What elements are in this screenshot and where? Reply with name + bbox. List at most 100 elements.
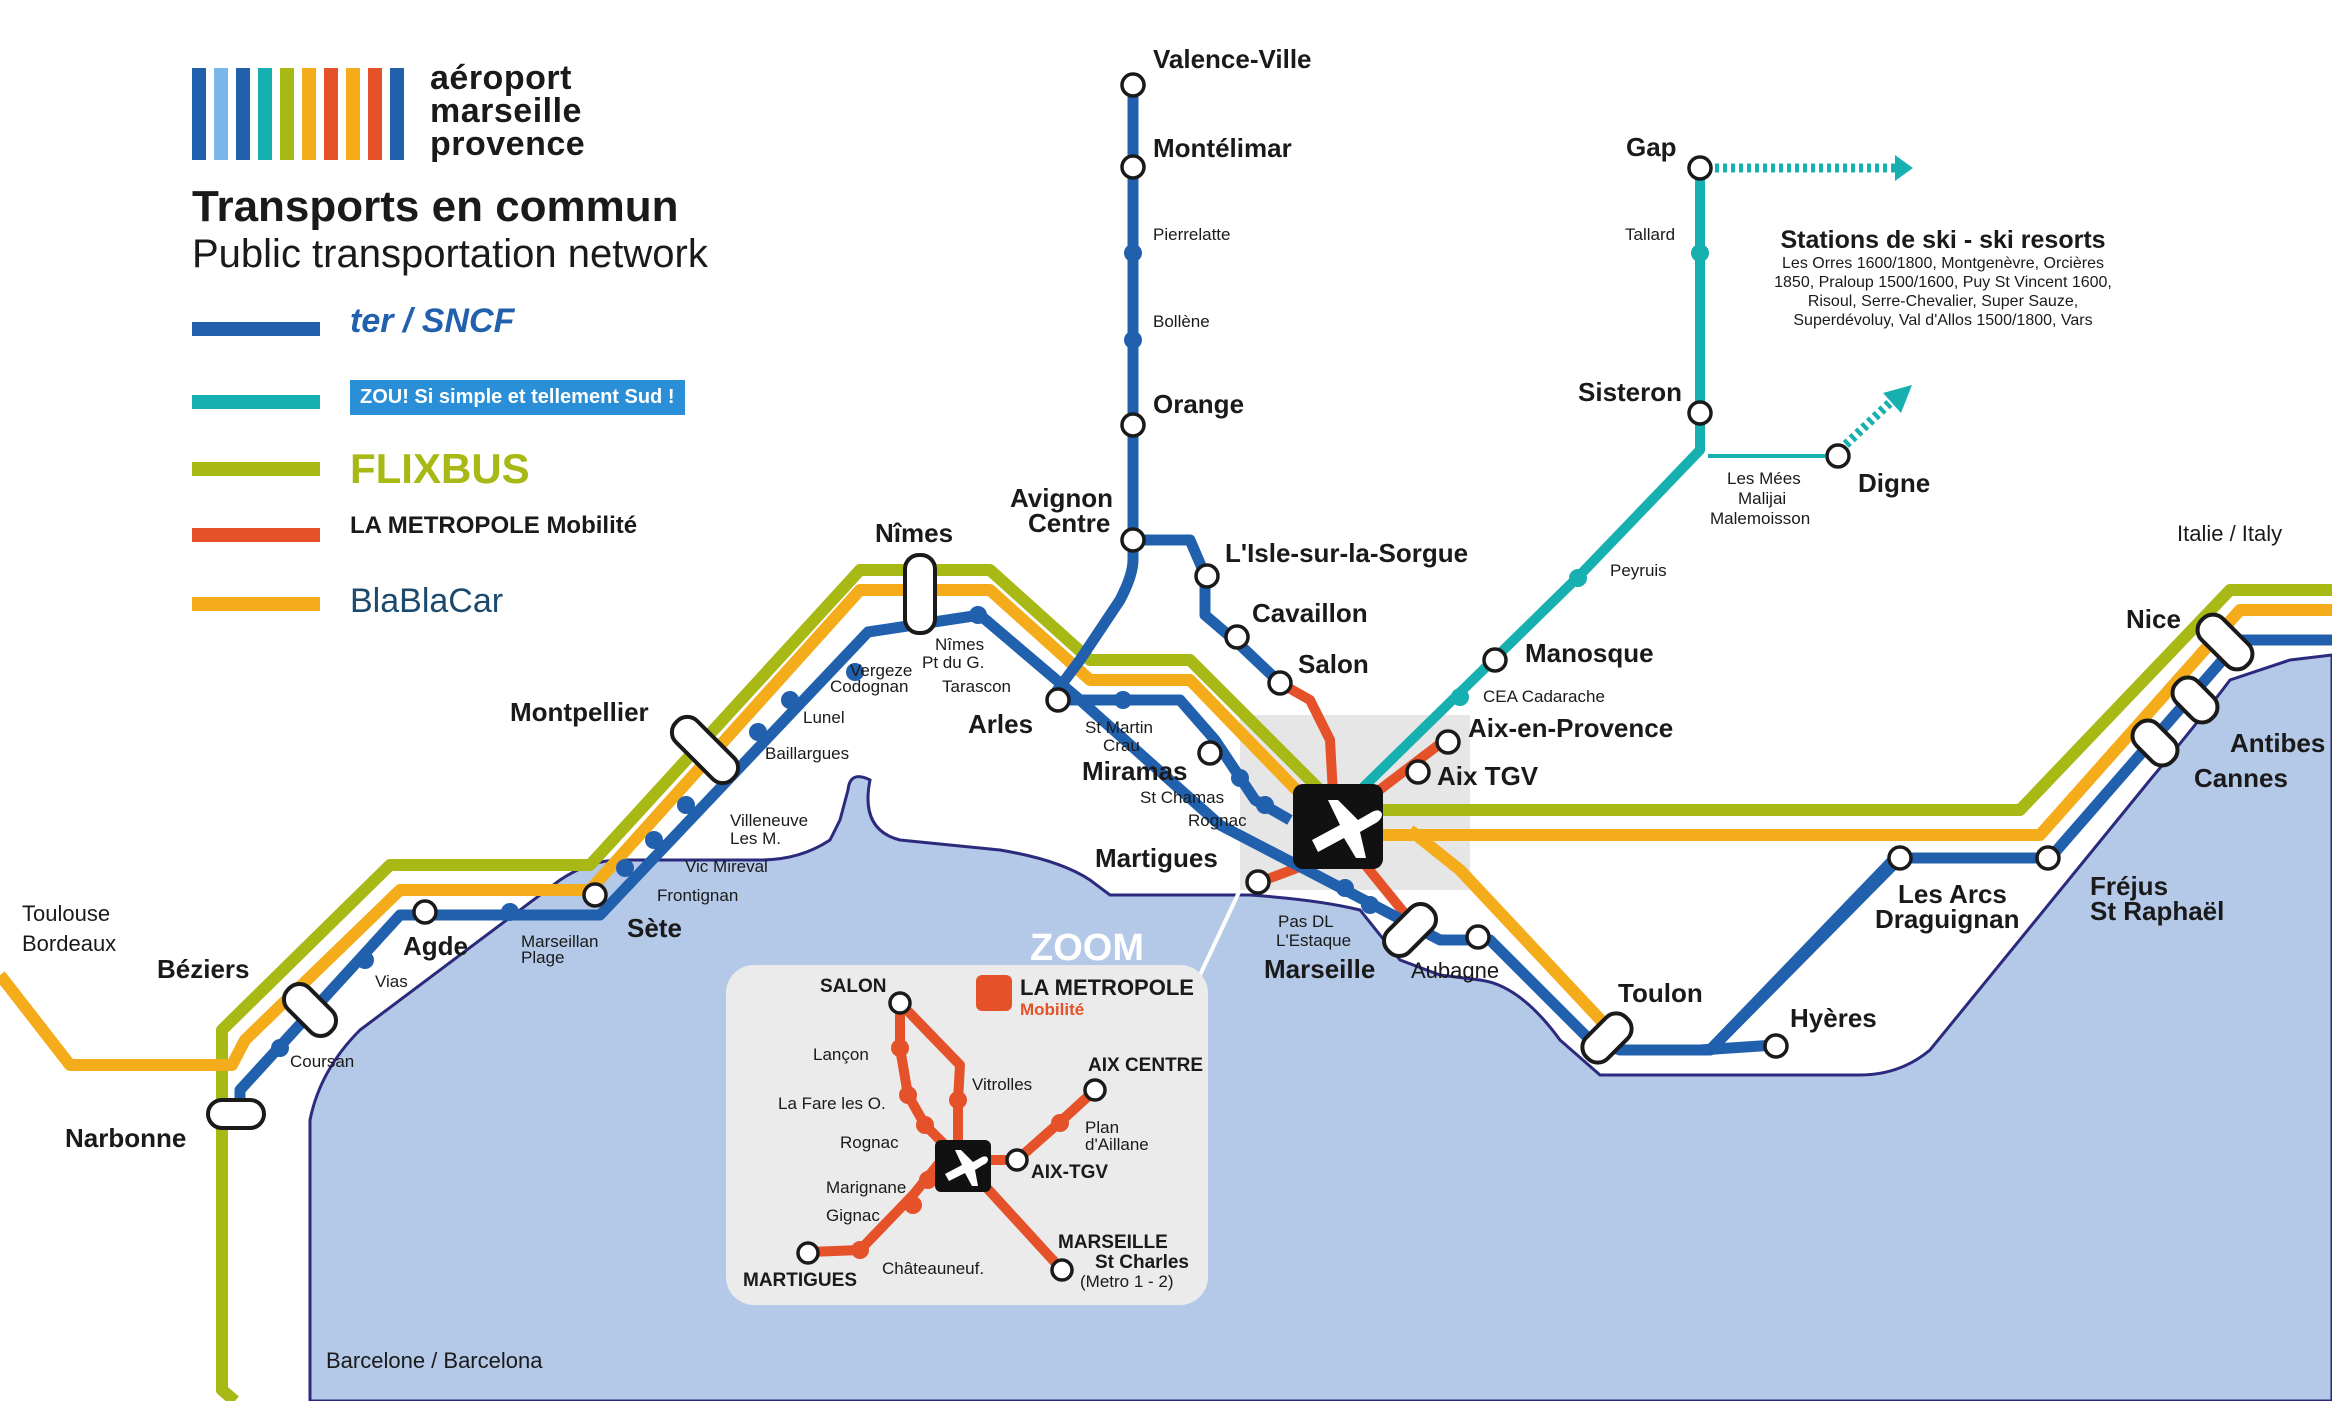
station-marseille[interactable] — [1378, 898, 1442, 962]
station-isle[interactable] — [1194, 563, 1220, 589]
station-avignon[interactable] — [1120, 527, 1146, 553]
zoom-station-aixcentre[interactable] — [1083, 1078, 1107, 1102]
label-orange: Orange — [1153, 389, 1244, 419]
label-aixtgv: Aix TGV — [1437, 761, 1539, 791]
label-villeneuve1: Villeneuve — [730, 811, 808, 830]
label-bollene: Bollène — [1153, 312, 1210, 331]
label-nimes: Nîmes — [875, 518, 953, 548]
label-tarascon: Tarascon — [942, 677, 1011, 696]
station-narbonne[interactable] — [206, 1098, 266, 1130]
legend-swatch-zou — [192, 395, 320, 409]
ter-line-north — [1045, 85, 1139, 704]
label-manosque: Manosque — [1525, 638, 1654, 668]
station-martigues[interactable] — [1245, 869, 1271, 895]
brand-line2: marseille — [430, 92, 582, 130]
ski-resorts: Stations de ski - ski resorts Les Orres … — [1774, 226, 2112, 329]
zoom-label-salon: SALON — [820, 976, 887, 997]
zoom-logo: LA METROPOLE Mobilité — [976, 975, 1194, 1019]
label-nimes-pdg1: Nîmes — [935, 635, 984, 654]
label-toulouse1: Toulouse — [22, 901, 110, 926]
label-pierrelatte: Pierrelatte — [1153, 225, 1230, 244]
zoom-connector — [1198, 889, 1242, 976]
station-cannes[interactable] — [2127, 715, 2184, 772]
station-vergeze[interactable] — [846, 663, 864, 681]
ski-line1: Les Orres 1600/1800, Montgenèvre, Orcièr… — [1782, 255, 2104, 272]
zou-digne-arrowhead — [1883, 385, 1912, 413]
station-salon[interactable] — [1267, 670, 1293, 696]
zoom-label-lafare: La Fare les O. — [778, 1094, 886, 1113]
label-lesmees3: Malemoisson — [1710, 509, 1810, 528]
station-digne[interactable] — [1825, 443, 1851, 469]
station-gap[interactable] — [1687, 155, 1713, 181]
station-rognac[interactable] — [1256, 796, 1274, 814]
station-nimes-pdg[interactable] — [969, 606, 987, 624]
station-sisteron[interactable] — [1687, 400, 1713, 426]
station-aubagne[interactable] — [1465, 924, 1491, 950]
zoom-logo-sub: Mobilité — [1020, 1000, 1084, 1019]
zoom-station-martigues[interactable] — [796, 1241, 820, 1265]
station-nice[interactable] — [2192, 609, 2258, 675]
brand-line1: aéroport — [430, 59, 572, 97]
station-cea[interactable] — [1451, 688, 1469, 706]
station-tarascon[interactable] — [1045, 687, 1071, 713]
station-toulon[interactable] — [1577, 1008, 1638, 1069]
station-stmartin[interactable] — [1114, 691, 1132, 709]
station-nimes[interactable] — [903, 553, 937, 635]
label-cavaillon: Cavaillon — [1252, 598, 1368, 628]
label-lesarcs1: Les Arcs — [1898, 879, 2007, 909]
station-marseillan[interactable] — [501, 903, 519, 921]
station-frejus[interactable] — [2035, 845, 2061, 871]
station-antibes[interactable] — [2167, 672, 2224, 729]
label-lesarcs2: Draguignan — [1875, 904, 2019, 934]
ter-line-lesarcs — [1706, 854, 1904, 1054]
station-aixprov[interactable] — [1435, 729, 1461, 755]
zou-digne-arrow — [1836, 394, 1899, 454]
label-hyeres: Hyères — [1790, 1003, 1877, 1033]
label-peyruis: Peyruis — [1610, 561, 1667, 580]
station-villeneuve[interactable] — [677, 796, 695, 814]
station-vias[interactable] — [356, 951, 374, 969]
station-valence[interactable] — [1120, 72, 1146, 98]
station-baillargues[interactable] — [749, 723, 767, 741]
zoom-label-stcharles: St Charles — [1095, 1252, 1189, 1273]
station-vicmireval[interactable] — [645, 831, 663, 849]
station-lesarcs[interactable] — [1887, 845, 1913, 871]
station-cavaillon[interactable] — [1224, 624, 1250, 650]
flixbus-line — [216, 564, 2332, 1401]
zoom-station-aixtgv[interactable] — [1005, 1148, 1029, 1172]
airport-icon[interactable] — [1293, 784, 1383, 869]
station-miramas[interactable] — [1197, 740, 1223, 766]
label-pasdl2: L'Estaque — [1276, 931, 1351, 950]
legend-swatch-blablacar — [192, 597, 320, 611]
ski-line4: Superdévoluy, Val d'Allos 1500/1800, Var… — [1793, 312, 2092, 329]
station-bollene[interactable] — [1124, 331, 1142, 349]
legend-zou-label: ZOU! Si simple et tellement Sud ! — [350, 380, 685, 415]
station-frontignan[interactable] — [616, 859, 634, 877]
label-sete: Sète — [627, 913, 682, 943]
station-sete[interactable] — [582, 882, 608, 908]
station-pierrelatte[interactable] — [1124, 244, 1142, 262]
station-lestaque[interactable] — [1361, 896, 1379, 914]
station-stchamas[interactable] — [1231, 769, 1249, 787]
station-agde[interactable] — [412, 899, 438, 925]
station-peyruis[interactable] — [1569, 569, 1587, 587]
station-manosque[interactable] — [1482, 647, 1508, 673]
station-orange[interactable] — [1120, 412, 1146, 438]
brand-logo — [192, 68, 404, 160]
brand-line3: provence — [430, 125, 586, 163]
label-coursan: Coursan — [290, 1052, 354, 1071]
station-pasdl[interactable] — [1336, 879, 1354, 897]
zoom-station-salon[interactable] — [888, 991, 912, 1015]
station-aixtgv[interactable] — [1405, 759, 1431, 785]
zoom-station-marseille[interactable] — [1050, 1258, 1074, 1282]
station-lunel[interactable] — [781, 691, 799, 709]
station-tallard[interactable] — [1691, 244, 1709, 262]
label-aixprov: Aix-en-Provence — [1468, 713, 1673, 743]
station-beziers[interactable] — [278, 978, 342, 1042]
station-hyeres[interactable] — [1763, 1033, 1789, 1059]
station-montpellier[interactable] — [666, 711, 744, 789]
zoom-label-plan2: d'Aillane — [1085, 1135, 1149, 1154]
station-coursan[interactable] — [271, 1039, 289, 1057]
station-montelimar[interactable] — [1120, 154, 1146, 180]
legend-swatch-flixbus — [192, 462, 320, 476]
